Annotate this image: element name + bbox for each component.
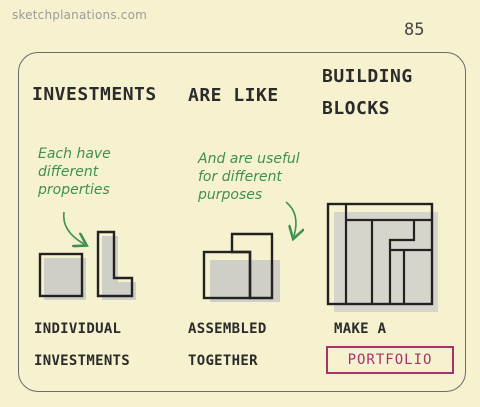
- title-part-blocks: BLOCKS: [322, 98, 391, 119]
- portfolio-label: PORTFOLIO: [347, 352, 433, 368]
- site-name: sketchplanations.com: [12, 8, 148, 22]
- block-l-shadow: [102, 236, 136, 300]
- note-line: And are useful: [198, 151, 300, 167]
- arrow-to-blocks: [62, 211, 84, 244]
- title-part-are-like: ARE LIKE: [188, 85, 279, 106]
- title-part-building: BUILDING: [322, 66, 413, 87]
- individual-blocks-group: [38, 230, 136, 300]
- block-square: [38, 252, 84, 298]
- caption-line: TOGETHER: [188, 353, 258, 369]
- caption-line: INVESTMENTS: [34, 353, 131, 369]
- page-number: 85: [404, 20, 425, 40]
- caption-line: ASSEMBLED: [188, 321, 267, 337]
- portfolio-frame: [326, 202, 434, 306]
- portfolio-blocks-group: [326, 202, 438, 312]
- caption-make-a: MAKE A: [334, 321, 387, 337]
- portfolio-label-box: PORTFOLIO: [326, 346, 454, 374]
- portfolio-shadow: [334, 212, 438, 312]
- assembled-blocks-group: [202, 232, 280, 302]
- note-different-properties: Each have different properties: [38, 145, 111, 199]
- caption-individual-investments: INDIVIDUAL INVESTMENTS: [34, 313, 130, 377]
- note-line: Each have: [38, 146, 111, 162]
- note-line: properties: [38, 182, 110, 198]
- title-part-investments: INVESTMENTS: [32, 84, 157, 105]
- caption-assembled-together: ASSEMBLED TOGETHER: [188, 313, 267, 377]
- portfolio-inner-blocks: [344, 204, 432, 304]
- sketch-frame: [18, 52, 466, 392]
- note-line: for different: [198, 169, 282, 185]
- note-line: different: [38, 164, 99, 180]
- caption-line: INDIVIDUAL: [34, 321, 122, 337]
- note-different-purposes: And are useful for different purposes: [198, 150, 300, 204]
- block-square-shadow: [44, 258, 86, 300]
- block-l-shape: [96, 230, 134, 298]
- assembled-l-shape: [230, 232, 274, 300]
- arrow-to-assembled: [285, 201, 296, 236]
- note-line: purposes: [198, 187, 263, 203]
- assembled-shadow: [210, 260, 280, 302]
